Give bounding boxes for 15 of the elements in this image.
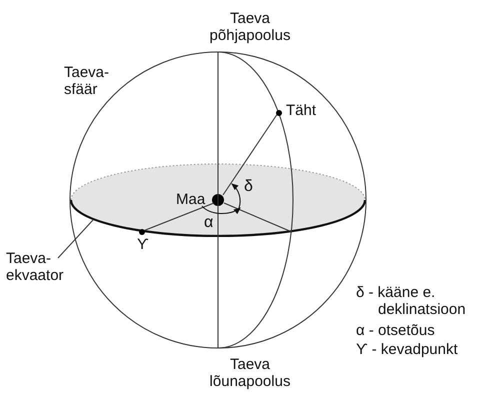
node-label: ϒ (137, 236, 149, 253)
connector-line (224, 202, 292, 232)
pole-label: Taeva lõunapoolus (208, 356, 292, 390)
connector-line (222, 112, 278, 196)
angle-symbol: α (204, 214, 214, 231)
node-label: Maa (176, 191, 206, 208)
pole-label: Taeva põhjapoolus (208, 10, 292, 44)
leader-line (58, 220, 94, 258)
connector-line (142, 202, 214, 232)
legend-text: ϒ - kevadpunkt (356, 341, 459, 358)
node-label: Täht (286, 102, 316, 119)
angle-symbol: δ (244, 178, 253, 195)
legend-text: α - otsetõus (356, 322, 436, 339)
callout-label: Taeva-ekvaator (6, 250, 65, 284)
sphere-label: Taeva-sfäär (64, 64, 110, 98)
